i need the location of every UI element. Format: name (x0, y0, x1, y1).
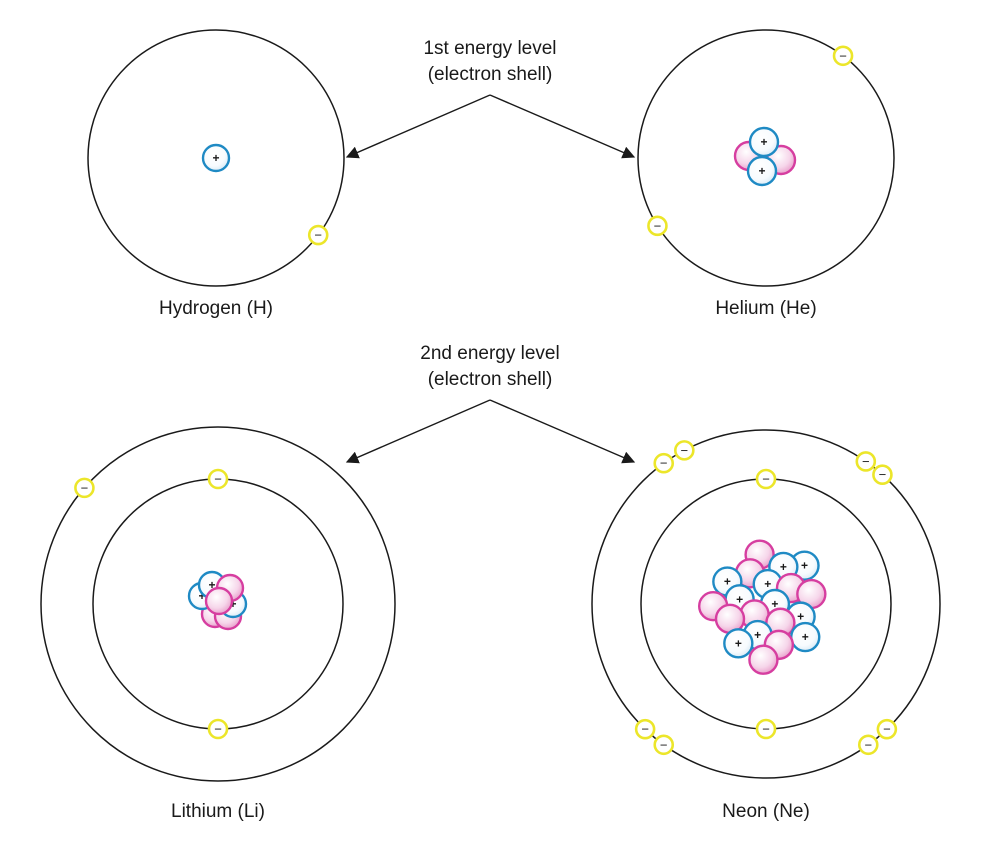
second-level-arrows (345, 399, 636, 464)
electron: − (755, 718, 777, 740)
lithium-shell-2 (40, 426, 396, 782)
electron: − (307, 224, 329, 246)
electron-minus-icon: − (864, 737, 872, 752)
electron-minus-icon: − (839, 48, 847, 63)
electron: − (634, 718, 656, 740)
arrow-to-lithium-shell (345, 399, 491, 464)
second-level-label-line1: 2nd energy level (420, 343, 559, 364)
proton: + (723, 628, 754, 659)
electron: − (857, 734, 879, 756)
electron: − (876, 718, 898, 740)
electron-minus-icon: − (660, 456, 668, 471)
proton-plus-icon: + (758, 164, 765, 178)
electron: − (207, 468, 229, 490)
electron-minus-icon: − (862, 454, 870, 469)
electron: − (653, 734, 675, 756)
electron-minus-icon: − (641, 722, 649, 737)
electron-minus-icon: − (681, 443, 689, 458)
helium-label: Helium (He) (715, 298, 816, 319)
hydrogen-label: Hydrogen (H) (159, 298, 273, 319)
proton-plus-icon: + (229, 597, 236, 611)
proton-plus-icon: + (754, 628, 761, 642)
proton: + (746, 155, 778, 187)
proton-plus-icon: + (764, 577, 771, 591)
neon-label: Neon (Ne) (722, 801, 810, 822)
hydrogen-shell-1 (87, 29, 345, 287)
arrow-to-neon-shell (489, 399, 636, 464)
neutron (748, 644, 779, 675)
helium-atom: + + − − (637, 29, 895, 287)
electron: − (74, 477, 95, 499)
electron-minus-icon: − (314, 228, 322, 243)
proton-plus-icon: + (736, 592, 743, 606)
proton-plus-icon: + (198, 589, 205, 603)
electron: − (832, 45, 854, 67)
electron: − (872, 464, 893, 485)
proton-plus-icon: + (802, 630, 809, 644)
electron: − (207, 718, 229, 740)
electron-minus-icon: − (214, 472, 222, 487)
electron: − (653, 452, 675, 474)
second-level-label-line2: (electron shell) (428, 369, 553, 390)
proton-plus-icon: + (724, 575, 731, 589)
proton-plus-icon: + (212, 151, 219, 165)
electron-minus-icon: − (879, 467, 887, 482)
electron-minus-icon: − (762, 472, 770, 487)
arrow-to-helium-shell (489, 94, 636, 159)
neutron (204, 586, 234, 616)
helium-shell-1 (637, 29, 895, 287)
electron: − (755, 468, 777, 490)
lithium-atom: +++−−− (40, 426, 396, 782)
proton: + (201, 143, 231, 173)
electron-minus-icon: − (214, 722, 222, 737)
first-level-label-line1: 1st energy level (423, 38, 556, 59)
lithium-label: Lithium (Li) (171, 801, 265, 822)
electron-minus-icon: − (81, 480, 89, 495)
electron: − (674, 440, 695, 461)
proton-plus-icon: + (797, 610, 804, 624)
proton-plus-icon: + (801, 559, 808, 573)
proton: + (790, 621, 821, 653)
proton-plus-icon: + (771, 597, 778, 611)
electron: − (855, 451, 877, 472)
first-level-arrows (345, 94, 636, 159)
proton: + (748, 126, 780, 158)
arrow-to-hydrogen-shell (345, 94, 491, 159)
first-level-label-line2: (electron shell) (428, 64, 553, 85)
electron-minus-icon: − (762, 722, 770, 737)
proton-plus-icon: + (208, 578, 215, 592)
hydrogen-atom: +− (87, 29, 345, 287)
neon-shell-2 (591, 429, 941, 779)
proton-plus-icon: + (780, 560, 787, 574)
proton-plus-icon: + (760, 135, 767, 149)
neon-atom: ++++++++++−−−−−−−−−− (591, 429, 941, 779)
electron-minus-icon: − (654, 218, 662, 233)
electron: − (647, 215, 668, 237)
electron-minus-icon: − (883, 722, 891, 737)
proton-plus-icon: + (735, 636, 742, 650)
electron-minus-icon: − (660, 737, 668, 752)
